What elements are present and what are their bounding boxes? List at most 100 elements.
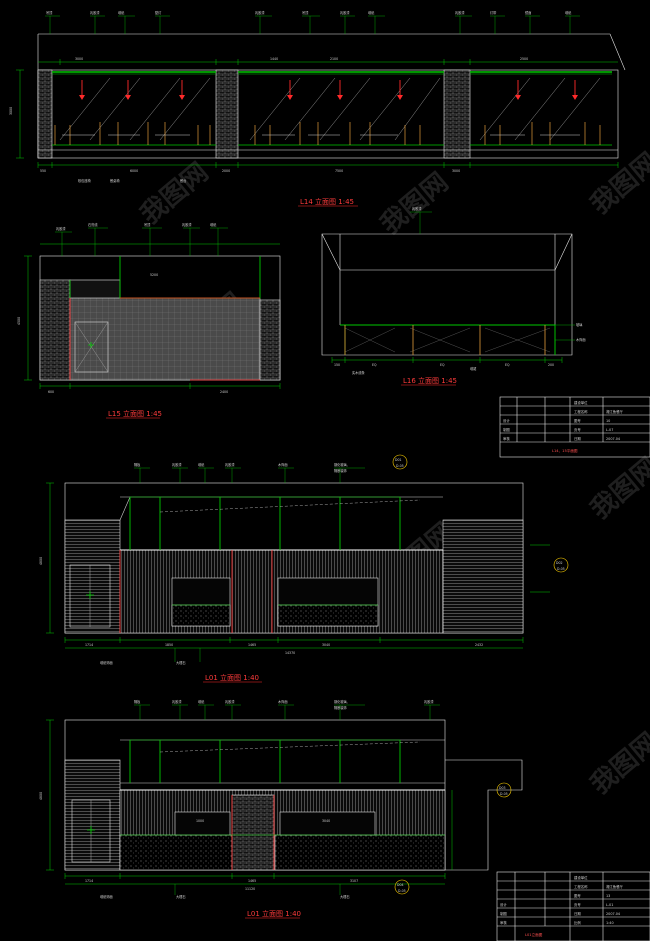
tb1-label-client: 建设单位 xyxy=(574,400,588,405)
tb2-date: 2007.04 xyxy=(606,912,620,916)
tb2-sheet-name: L01立面图 xyxy=(525,932,543,937)
l01b-callout-7: 乳胶漆 xyxy=(424,699,434,704)
l01a-labels: 隔板 乳胶漆 墙纸 乳胶漆 木饰面 钢化玻璃, 隔断装饰 4800 1714 1… xyxy=(39,462,483,683)
l14-top-dim-2: 1440 xyxy=(270,57,278,61)
l15-bottom-dim-2: 2400 xyxy=(220,390,228,394)
tb2-page-no: L-01 xyxy=(606,903,613,907)
section-marker-d04 xyxy=(394,879,410,895)
l14-bottom-callout-3: 餐台 xyxy=(180,178,186,183)
l01b-total-dim: 11120 xyxy=(245,887,255,891)
l01b-height-dim: 4800 xyxy=(39,792,43,800)
l01b-dim-3: 3107 xyxy=(350,879,358,883)
watermark-text-7: 我图网 xyxy=(585,727,650,800)
tb1-label-drawing-no: 图号 xyxy=(574,418,581,423)
l14-callout-6: 吊顶 xyxy=(302,11,309,15)
l14-bottom-callout-1: 软包座椅 xyxy=(78,178,92,183)
watermark-text-6: 我图网 xyxy=(585,452,650,525)
title-block-2-text: 建设单位 工程名称 湘江鱼餐厅 设计 图号 13 制图 页号 L-01 审核 日… xyxy=(500,875,624,937)
l01a-dim-2: 1850 xyxy=(165,643,173,647)
l01a-callout-2: 乳胶漆 xyxy=(172,462,182,467)
l14-width-dim-2: 6000 xyxy=(130,169,138,173)
l01a-callout-1: 隔板 xyxy=(134,462,141,467)
l01b-callout-2: 乳胶漆 xyxy=(172,699,182,704)
l16-labels: 乳胶漆 150 EQ EQ EQ 200 实木线条 墙裙 玻璃 木饰面 L16 … xyxy=(334,206,586,386)
l01a-callout-3: 墙纸 xyxy=(198,462,205,467)
l01b-callout-4: 乳胶漆 xyxy=(225,699,235,704)
l16-bottom-dim-5: 200 xyxy=(548,363,554,367)
l01b-bottom-callout-3: 大理石 xyxy=(340,894,350,899)
l14-callout-5: 乳胶漆 xyxy=(255,10,265,15)
section-marker-d02 xyxy=(553,557,569,573)
tb1-label-draft: 制图 xyxy=(503,427,510,432)
title-block-2 xyxy=(496,871,650,941)
l01b-callout-6a: 钢化玻璃, xyxy=(334,699,348,704)
section-label-d03: D03 xyxy=(499,786,506,790)
l16-callout-1: 乳胶漆 xyxy=(412,206,422,211)
l16-bottom-dim-4: EQ xyxy=(505,363,510,367)
watermark-text-3: 我图网 xyxy=(375,167,454,240)
tb1-label-design: 设计 xyxy=(503,418,510,423)
l01a-callout-5: 木饰面 xyxy=(278,462,288,467)
l01b-mid-dim-2: 3040 xyxy=(322,819,330,823)
l15-callout-2: 石膏线 xyxy=(88,222,98,227)
tb2-label-date: 日期 xyxy=(574,911,581,916)
title-block-1-text: 建设单位 工程名称 湘江鱼餐厅 设计 图号 10 制图 页号 L-07 审核 日… xyxy=(503,400,624,453)
l14-callout-1: 吊顶 xyxy=(46,11,53,15)
tb1-page-no: L-07 xyxy=(606,428,613,432)
tb2-label-design: 设计 xyxy=(500,902,507,907)
l14-elevation xyxy=(16,15,626,168)
l01a-height-dim: 4800 xyxy=(39,557,43,565)
l16-bottom-dim-2: EQ xyxy=(372,363,377,367)
section-marker-d03 xyxy=(496,782,512,798)
l01b-callout-5: 木饰面 xyxy=(278,699,288,704)
tb2-label-page: 页号 xyxy=(574,902,581,907)
watermark-text-1: 我图网 xyxy=(135,157,214,230)
l01a-dim-1: 1714 xyxy=(85,643,93,647)
tb1-label-project: 工程名称 xyxy=(574,409,588,414)
tb1-drawing-no: 10 xyxy=(606,419,610,423)
l16-bottom-dim-3: EQ xyxy=(440,363,445,367)
l14-top-dim-3: 2100 xyxy=(330,57,338,61)
l01b-dim-2: 1465 xyxy=(248,879,256,883)
l14-drawing-title: L14 立面图 1:45 xyxy=(300,197,354,206)
l14-bottom-callout-2: 餐桌椅 xyxy=(110,178,120,183)
l16-bottom-callout-1: 实木线条 xyxy=(352,370,366,375)
l14-callout-4: 壁灯 xyxy=(155,10,162,15)
l01a-dim-5: 2432 xyxy=(475,643,483,647)
tb2-label-drawing-no: 图号 xyxy=(574,893,581,898)
tb2-project-name: 湘江鱼餐厅 xyxy=(606,884,624,889)
l15-bottom-dim-1: 600 xyxy=(48,390,54,394)
tb1-project-name: 湘江鱼餐厅 xyxy=(606,409,624,414)
l01a-total-dim: 14370 xyxy=(285,651,295,655)
l14-callout-3: 墙纸 xyxy=(118,10,125,15)
l14-width-dim-5: 3000 xyxy=(452,169,460,173)
tb2-scale: 1:40 xyxy=(606,921,614,925)
l01a-bottom-callout-2: 大理石 xyxy=(176,660,186,665)
l01b-bottom-callout-1: 墙纸饰面 xyxy=(100,894,113,899)
tb2-label-project: 工程名称 xyxy=(574,884,588,889)
l15-drawing-title: L15 立面图 1:45 xyxy=(108,409,162,418)
l01a-dim-4: 3040 xyxy=(322,643,330,647)
l14-callout-7: 乳胶漆 xyxy=(340,10,350,15)
tb2-drawing-no: 13 xyxy=(606,894,610,898)
l01b-marks: D03 D-05 D04 D-05 xyxy=(394,782,512,895)
l14-height-dim: 3000 xyxy=(9,107,13,115)
l14-callout-11: 镜面 xyxy=(525,10,531,15)
l15-elevation xyxy=(24,227,281,389)
l16-elevation xyxy=(321,211,575,363)
tb1-date: 2007.04 xyxy=(606,437,620,441)
tb2-label-check: 审核 xyxy=(500,920,507,925)
l01b-elevation xyxy=(46,704,523,895)
l01b-drawing-title: L01 立面图 1:40 xyxy=(247,909,301,918)
l15-callout-4: 乳胶漆 xyxy=(182,222,192,227)
l01b-labels: 隔板 乳胶漆 墙纸 乳胶漆 木饰面 钢化玻璃, 隔断装饰 乳胶漆 4800 10… xyxy=(39,699,434,919)
l01a-drawing-title: L01 立面图 1:40 xyxy=(205,673,259,682)
l16-right-callout-1: 玻璃 xyxy=(576,322,583,327)
l14-width-dim-3: 2000 xyxy=(222,169,230,173)
l14-callout-12: 墙纸 xyxy=(565,10,572,15)
l16-drawing-title: L16 立面图 1:45 xyxy=(403,376,457,385)
tb1-label-date: 日期 xyxy=(574,436,581,441)
tb2-label-client: 建设单位 xyxy=(574,875,588,880)
l01a-bottom-callout-1: 墙纸饰面 xyxy=(100,660,113,665)
